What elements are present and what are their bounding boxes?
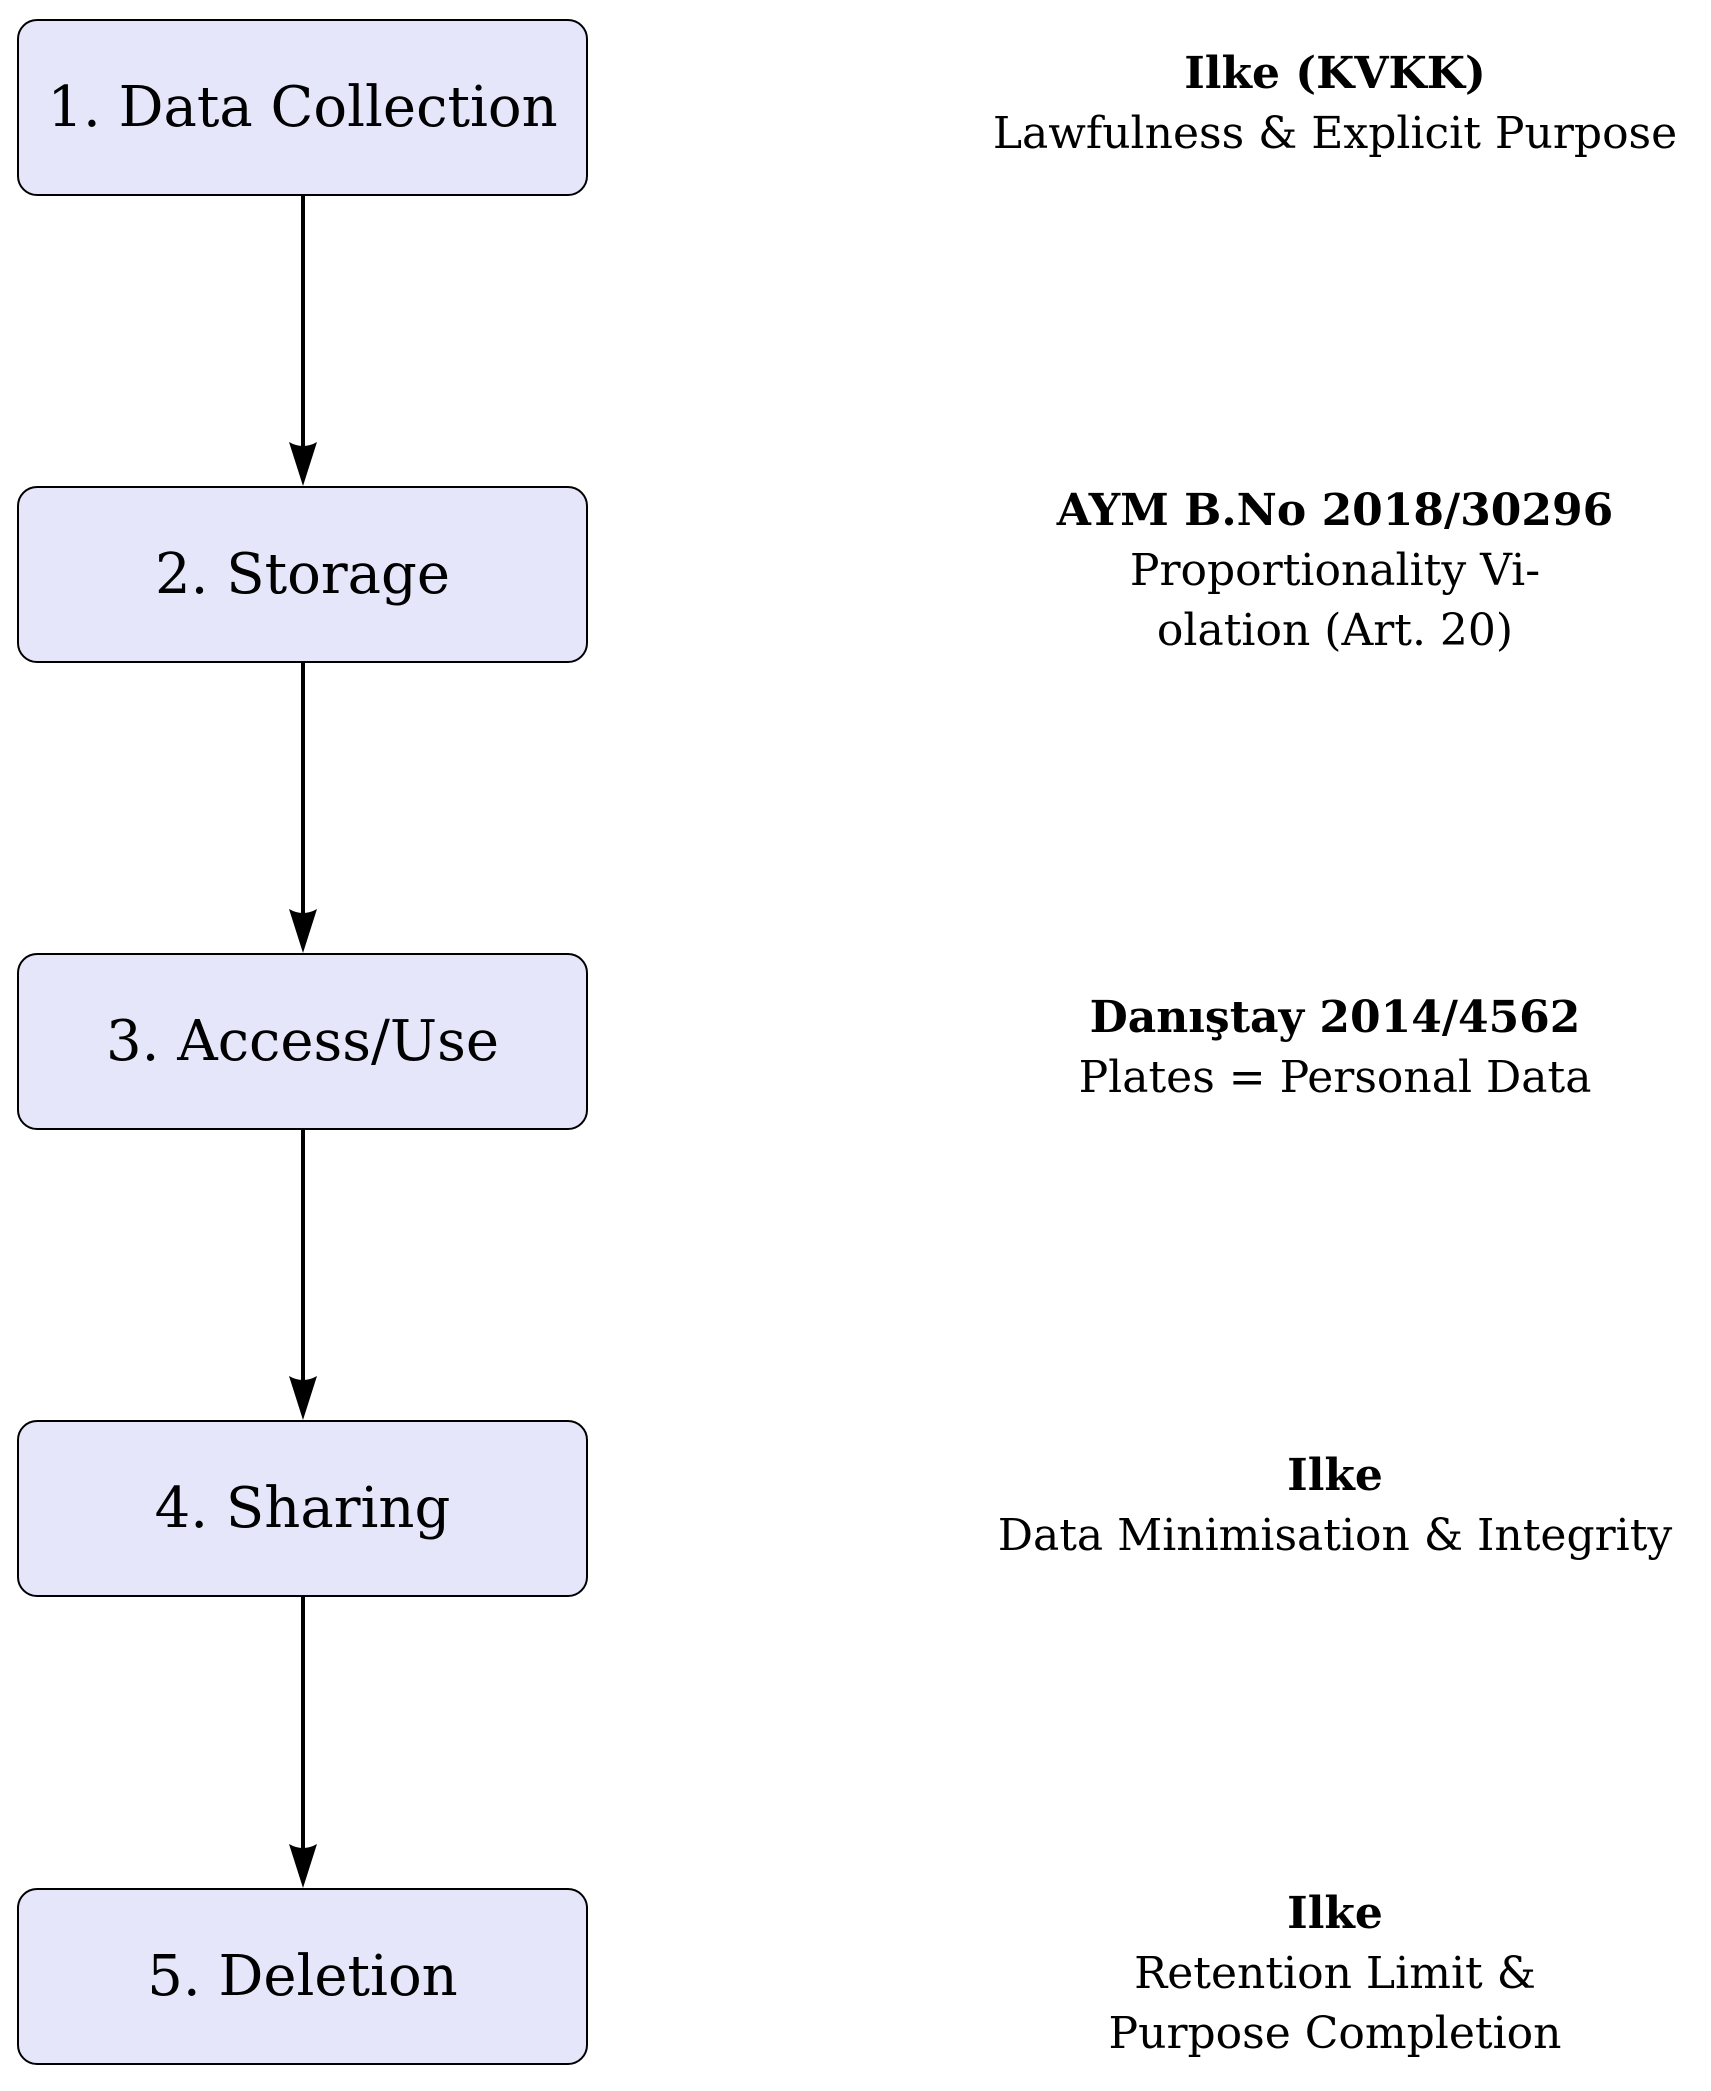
step-label: 1. Data Collection: [47, 75, 558, 140]
step-box-data-collection: 1. Data Collection: [17, 19, 588, 196]
step-box-sharing: 4. Sharing: [17, 1420, 588, 1597]
annotation-text: Purpose Completion: [1108, 2008, 1562, 2059]
annotation-1: Ilke (KVKK) Lawfulness & Explicit Purpos…: [960, 44, 1710, 164]
annotation-text: Plates = Personal Data: [1078, 1052, 1592, 1103]
annotation-title: AYM B.No 2018/30296: [1056, 485, 1614, 536]
annotation-3: Danıştay 2014/4562 Plates = Personal Dat…: [960, 988, 1710, 1108]
step-label: 5. Deletion: [147, 1944, 458, 2009]
step-box-storage: 2. Storage: [17, 486, 588, 663]
annotation-title: Ilke (KVKK): [1184, 48, 1486, 99]
flow-arrow-4: [285, 1597, 321, 1888]
annotation-4: Ilke Data Minimisation & Integrity: [960, 1446, 1710, 1566]
flow-arrow-3: [285, 1130, 321, 1420]
annotation-title: Ilke: [1287, 1450, 1383, 1501]
annotation-title: Danıştay 2014/4562: [1089, 992, 1581, 1043]
annotation-text: Lawfulness & Explicit Purpose: [992, 108, 1678, 159]
annotation-text: olation (Art. 20): [1156, 605, 1514, 656]
annotation-text: Data Minimisation & Integrity: [997, 1510, 1673, 1561]
annotation-text: Retention Limit &: [1134, 1948, 1536, 1999]
step-label: 2. Storage: [155, 542, 450, 607]
step-box-deletion: 5. Deletion: [17, 1888, 588, 2065]
annotation-title: Ilke: [1287, 1888, 1383, 1939]
step-label: 3. Access/Use: [106, 1009, 499, 1074]
flow-arrow-2: [285, 663, 321, 953]
flow-arrow-1: [285, 196, 321, 486]
step-label: 4. Sharing: [154, 1476, 451, 1541]
step-box-access-use: 3. Access/Use: [17, 953, 588, 1130]
annotation-2: AYM B.No 2018/30296 Proportionality Vi- …: [960, 481, 1710, 661]
annotation-5: Ilke Retention Limit & Purpose Completio…: [960, 1884, 1710, 2064]
annotation-text: Proportionality Vi-: [1129, 545, 1541, 596]
